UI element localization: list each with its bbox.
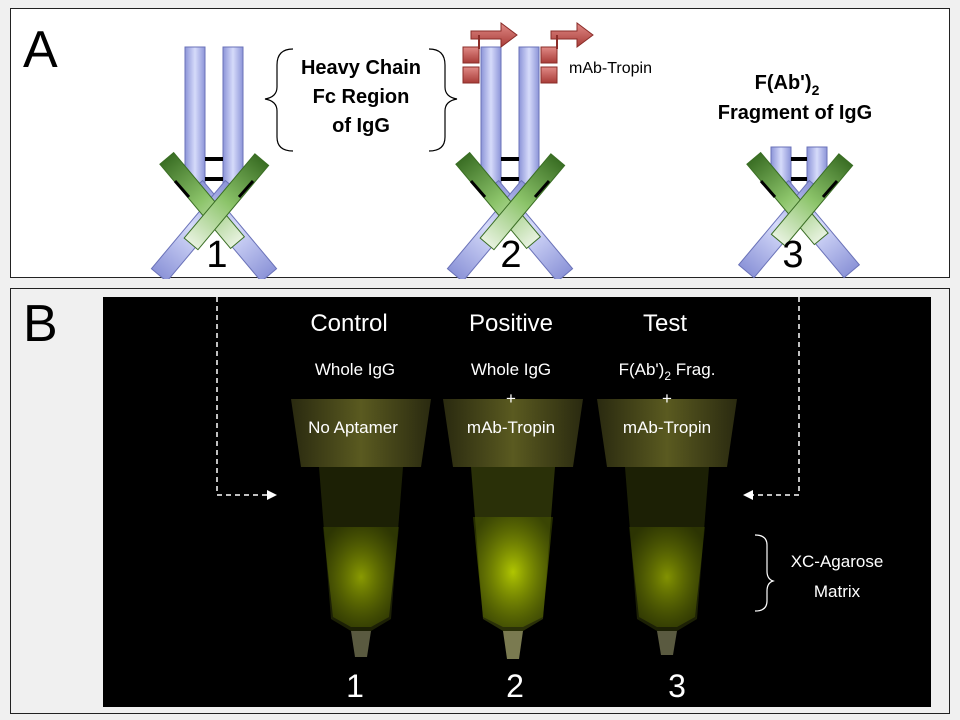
column-2-line2: + [506,389,516,408]
panel-a-label: A [23,21,58,79]
column-3-line1-suffix: Frag. [671,360,715,379]
fc-region-annotation: Heavy Chain Fc Region of IgG [264,48,458,152]
arrow-head-left [267,490,277,500]
column-1-labels: Control Whole IgG No Aptamer [308,310,398,437]
tube-number-2: 2 [506,668,524,704]
column-2-line1: Whole IgG [471,360,551,379]
fc-label-line3: of IgG [332,115,390,137]
fragment-label-sub: 2 [812,82,820,98]
tube-3 [597,399,737,655]
panel-a: A Heavy Chain Fc Reg [10,8,950,279]
antibody-1 [150,46,278,279]
column-3-line1: F(Ab')2 Frag. [619,360,716,383]
fc-label-line2: Fc Region [313,86,410,108]
antibody-2 [446,46,574,279]
fragment-label-line1: F(Ab')2 [755,72,820,98]
column-2-title: Positive [469,310,553,337]
column-3-line1-sub: 2 [664,369,671,383]
tube-photo-illustration: B Control W [23,295,931,707]
antibody-diagram: A Heavy Chain Fc Reg [23,21,872,279]
column-1-line3: No Aptamer [308,418,398,437]
column-3-title: Test [643,310,687,337]
panel-b: B Control W [10,288,950,714]
antibody-number-3: 3 [782,234,803,276]
tube-number-1: 1 [346,668,364,704]
antibody-number-1: 1 [206,234,227,276]
fragment-annotation: F(Ab')2 Fragment of IgG [718,72,872,124]
column-3-labels: Test F(Ab')2 Frag. + mAb-Tropin [619,310,716,437]
fc-label-line1: Heavy Chain [301,57,421,79]
tube-1 [291,399,431,657]
column-2-labels: Positive Whole IgG + mAb-Tropin [467,310,555,437]
mab-tropin-tags: mAb-Tropin [462,22,652,84]
column-3-line1-main: F(Ab') [619,360,665,379]
column-2-line3: mAb-Tropin [467,418,555,437]
matrix-label-line1: XC-Agarose [791,552,884,571]
matrix-annotation: XC-Agarose Matrix [754,534,884,612]
panel-b-label: B [23,295,58,353]
column-3-line2: + [662,389,672,408]
fragment-label-main: F(Ab') [755,72,812,94]
matrix-label-line2: Matrix [814,582,861,601]
mab-tropin-label: mAb-Tropin [569,60,652,77]
column-1-line1: Whole IgG [315,360,395,379]
antibody-number-2: 2 [500,234,521,276]
tube-2 [443,399,583,659]
column-1-title: Control [310,310,387,337]
dashed-arrows [216,297,800,496]
arrow-head-right [743,490,753,500]
fragment-label-line2: Fragment of IgG [718,102,872,124]
antibody-3-fragment [737,146,861,279]
column-3-line3: mAb-Tropin [623,418,711,437]
tube-number-3: 3 [668,668,686,704]
